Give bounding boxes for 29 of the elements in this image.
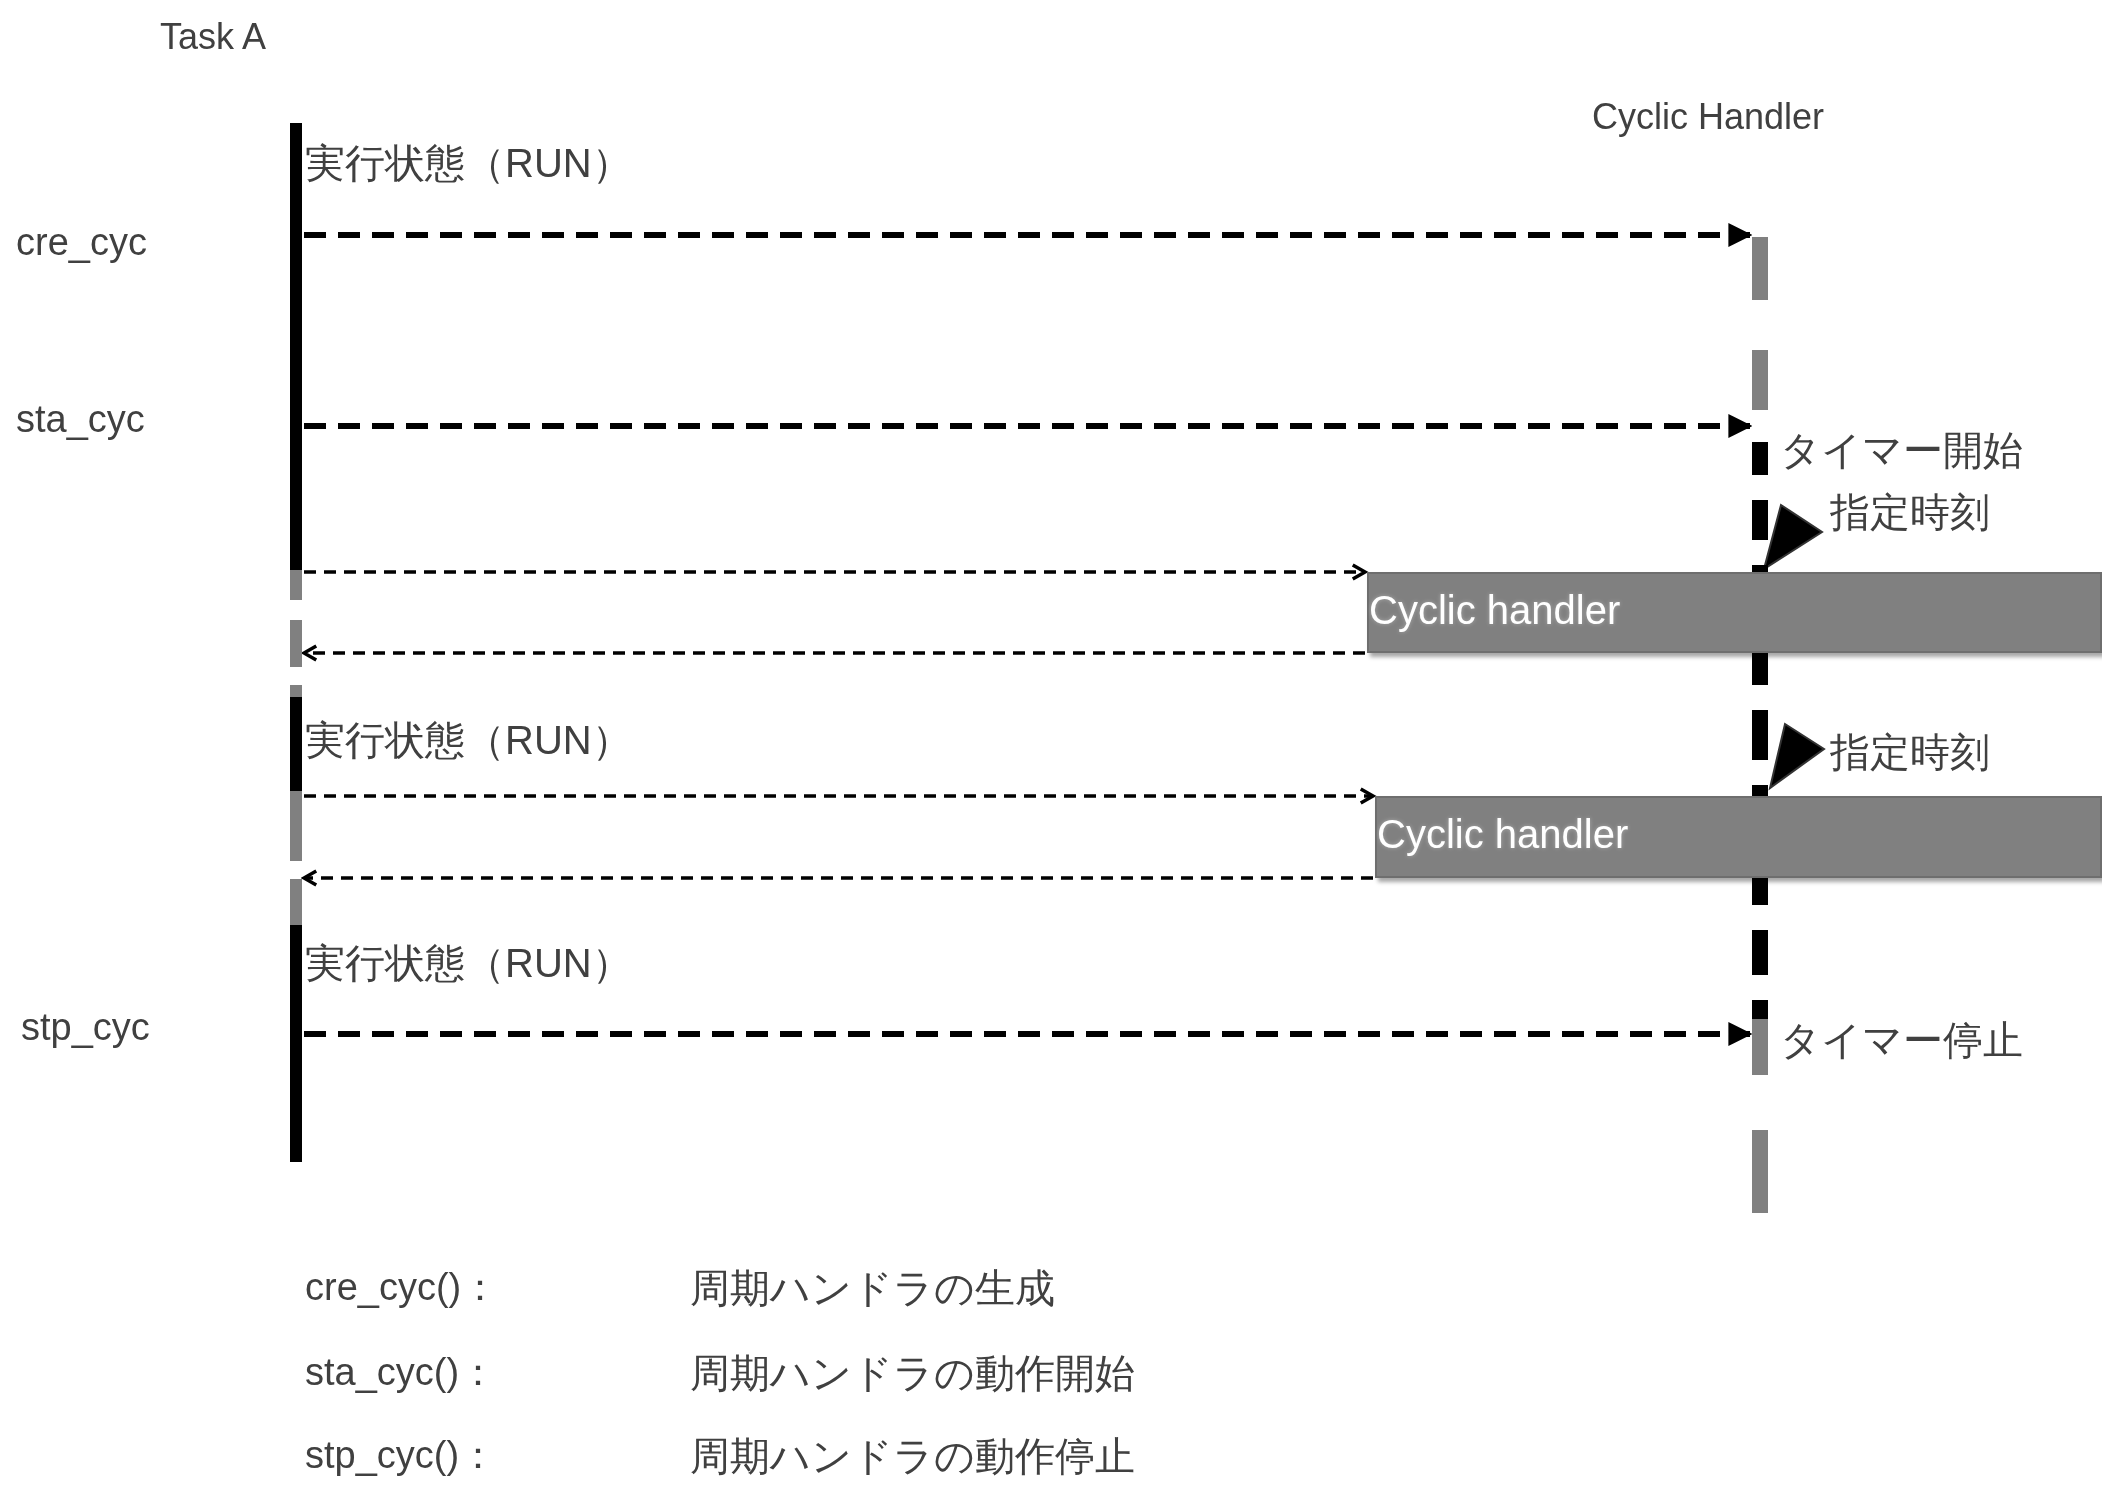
state-label: 実行状態（RUN） xyxy=(305,717,632,764)
function-description: 周期ハンドラの動作開始 xyxy=(690,1350,1135,1397)
state-label: 実行状態（RUN） xyxy=(305,140,632,187)
event-label: 指定時刻 xyxy=(1830,729,1990,776)
function-name: cre_cyc()： xyxy=(305,1265,500,1311)
handler-execution-bar xyxy=(1375,796,2102,878)
message-arrow xyxy=(304,787,1375,805)
message-arrow xyxy=(304,1022,1753,1046)
message-arrow xyxy=(302,644,1365,662)
message-arrow xyxy=(304,414,1753,438)
event-label: 指定時刻 xyxy=(1830,489,1990,536)
function-name: stp_cyc()： xyxy=(305,1433,498,1479)
event-label: タイマー開始 xyxy=(1780,427,2023,474)
state-label: 実行状態（RUN） xyxy=(305,940,632,987)
call-label: stp_cyc xyxy=(21,1005,150,1051)
handler-label: Cyclic handler xyxy=(1377,811,1629,858)
call-label: cre_cyc xyxy=(16,220,147,266)
function-name: sta_cyc()： xyxy=(305,1350,498,1396)
lifeline-title: Task A xyxy=(160,15,267,59)
message-arrow xyxy=(304,223,1753,247)
handler-label: Cyclic handler xyxy=(1369,587,1621,634)
message-arrow xyxy=(302,869,1373,887)
function-description: 周期ハンドラの生成 xyxy=(690,1265,1055,1312)
event-label: タイマー停止 xyxy=(1780,1017,2023,1064)
function-description: 周期ハンドラの動作停止 xyxy=(690,1433,1135,1480)
call-label: sta_cyc xyxy=(16,397,145,443)
lifeline-title: Cyclic Handler xyxy=(1592,95,1825,139)
message-arrow xyxy=(304,563,1367,581)
handler-execution-bar xyxy=(1367,572,2102,653)
